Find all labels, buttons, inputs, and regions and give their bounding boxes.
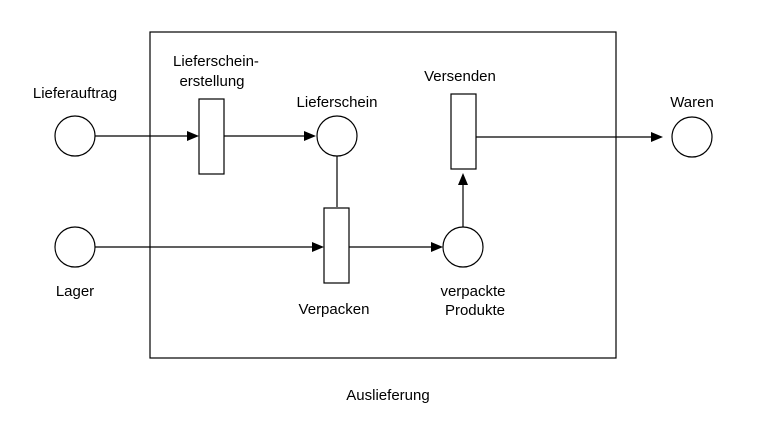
- place-verpackte-produkte: [442, 226, 484, 268]
- transition-verpacken: [323, 207, 350, 284]
- place-lager: [54, 226, 96, 268]
- arrowhead-lieferscheinerstellung: [187, 131, 199, 141]
- place-lieferschein: [316, 115, 358, 157]
- label-auslieferung: Auslieferung: [346, 387, 429, 404]
- arrowhead-waren: [651, 132, 663, 142]
- label-verpackte-produkte-line1: verpackte: [440, 283, 505, 300]
- label-lieferschein: Lieferschein: [297, 94, 378, 111]
- label-verpackte-produkte-line2: Produkte: [445, 302, 505, 319]
- label-lager: Lager: [56, 283, 94, 300]
- label-waren: Waren: [670, 94, 714, 111]
- arrowhead-versenden: [458, 173, 468, 185]
- place-lieferauftrag: [54, 115, 96, 157]
- place-waren: [671, 116, 713, 158]
- transition-lieferscheinerstellung: [198, 98, 225, 175]
- label-versenden: Versenden: [424, 68, 496, 85]
- auslieferung-boundary: [149, 31, 617, 359]
- arrowhead-lieferschein: [304, 131, 316, 141]
- arrowhead-verpacken: [312, 242, 324, 252]
- label-verpacken: Verpacken: [299, 301, 370, 318]
- label-lieferauftrag: Lieferauftrag: [33, 85, 117, 102]
- label-lieferscheinerstellung-line1: Lieferschein-: [173, 53, 259, 70]
- transition-versenden: [450, 93, 477, 170]
- label-lieferscheinerstellung-line2: erstellung: [179, 73, 244, 90]
- arrowhead-verpackte-produkte: [431, 242, 443, 252]
